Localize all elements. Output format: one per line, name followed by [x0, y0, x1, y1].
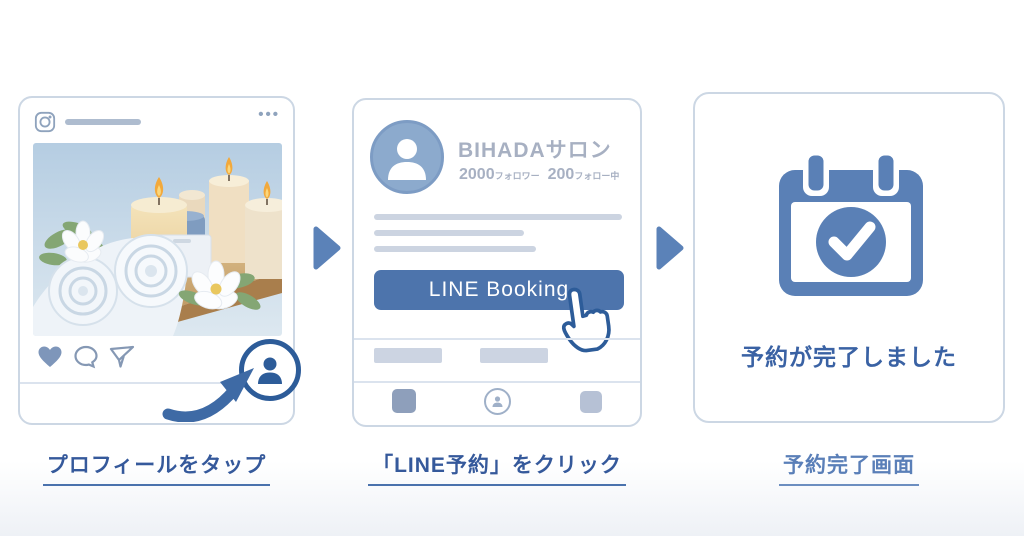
- bio-placeholder-line: [374, 246, 536, 252]
- pointer-arrow-icon: [162, 368, 254, 422]
- step1-caption-row: プロフィールをタップ: [18, 449, 295, 486]
- person-icon: [388, 139, 426, 180]
- flow-arrow-icon: [313, 226, 341, 270]
- bio-placeholder-line: [374, 230, 524, 236]
- profile-stats: 2000フォロワー 200フォロー中: [459, 166, 619, 184]
- step2-caption: 「LINE予約」をクリック: [368, 449, 626, 486]
- avatar[interactable]: [370, 120, 444, 194]
- content-placeholder: [374, 348, 442, 363]
- heart-icon[interactable]: [37, 345, 63, 369]
- step3-caption-row: 予約完了画面: [693, 449, 1005, 486]
- completion-card: 予約が完了しました: [693, 92, 1005, 423]
- cursor-hand-icon: [561, 287, 611, 353]
- username-placeholder-bar: [65, 119, 141, 125]
- person-icon: [258, 357, 282, 384]
- content-placeholder: [480, 348, 548, 363]
- line-booking-button[interactable]: LINE Booking: [374, 270, 624, 310]
- instagram-icon: [34, 111, 56, 133]
- step2-caption-row: 「LINE予約」をクリック: [340, 449, 654, 486]
- flow-arrow-icon: [656, 226, 684, 270]
- send-icon[interactable]: [109, 345, 135, 369]
- instagram-post-card: •••: [18, 96, 301, 425]
- nav-home-item[interactable]: [392, 389, 416, 413]
- spa-post-photo: [33, 143, 282, 336]
- followers-label: フォロワー: [494, 171, 540, 181]
- completion-message: 予約が完了しました: [741, 344, 957, 370]
- person-icon: [492, 396, 503, 407]
- post-divider: [20, 382, 293, 384]
- step1-caption: プロフィールをタップ: [42, 449, 271, 486]
- nav-profile-item[interactable]: [484, 388, 511, 415]
- following-count: 200: [547, 166, 575, 183]
- profile-name: BIHADAサロン: [458, 139, 612, 162]
- bio-placeholder-line: [374, 214, 622, 220]
- nav-menu-item[interactable]: [580, 391, 602, 413]
- comment-icon[interactable]: [73, 345, 99, 369]
- following-label: フォロー中: [574, 171, 620, 181]
- followers-count: 2000: [459, 166, 495, 183]
- more-options-icon[interactable]: •••: [258, 106, 280, 123]
- calendar-check-icon: [779, 150, 923, 296]
- profile-page-card: BIHADAサロン 2000フォロワー 200フォロー中 LINE Booking: [352, 98, 642, 427]
- step3-caption: 予約完了画面: [779, 449, 919, 486]
- section-divider: [354, 338, 640, 340]
- section-divider: [354, 381, 640, 383]
